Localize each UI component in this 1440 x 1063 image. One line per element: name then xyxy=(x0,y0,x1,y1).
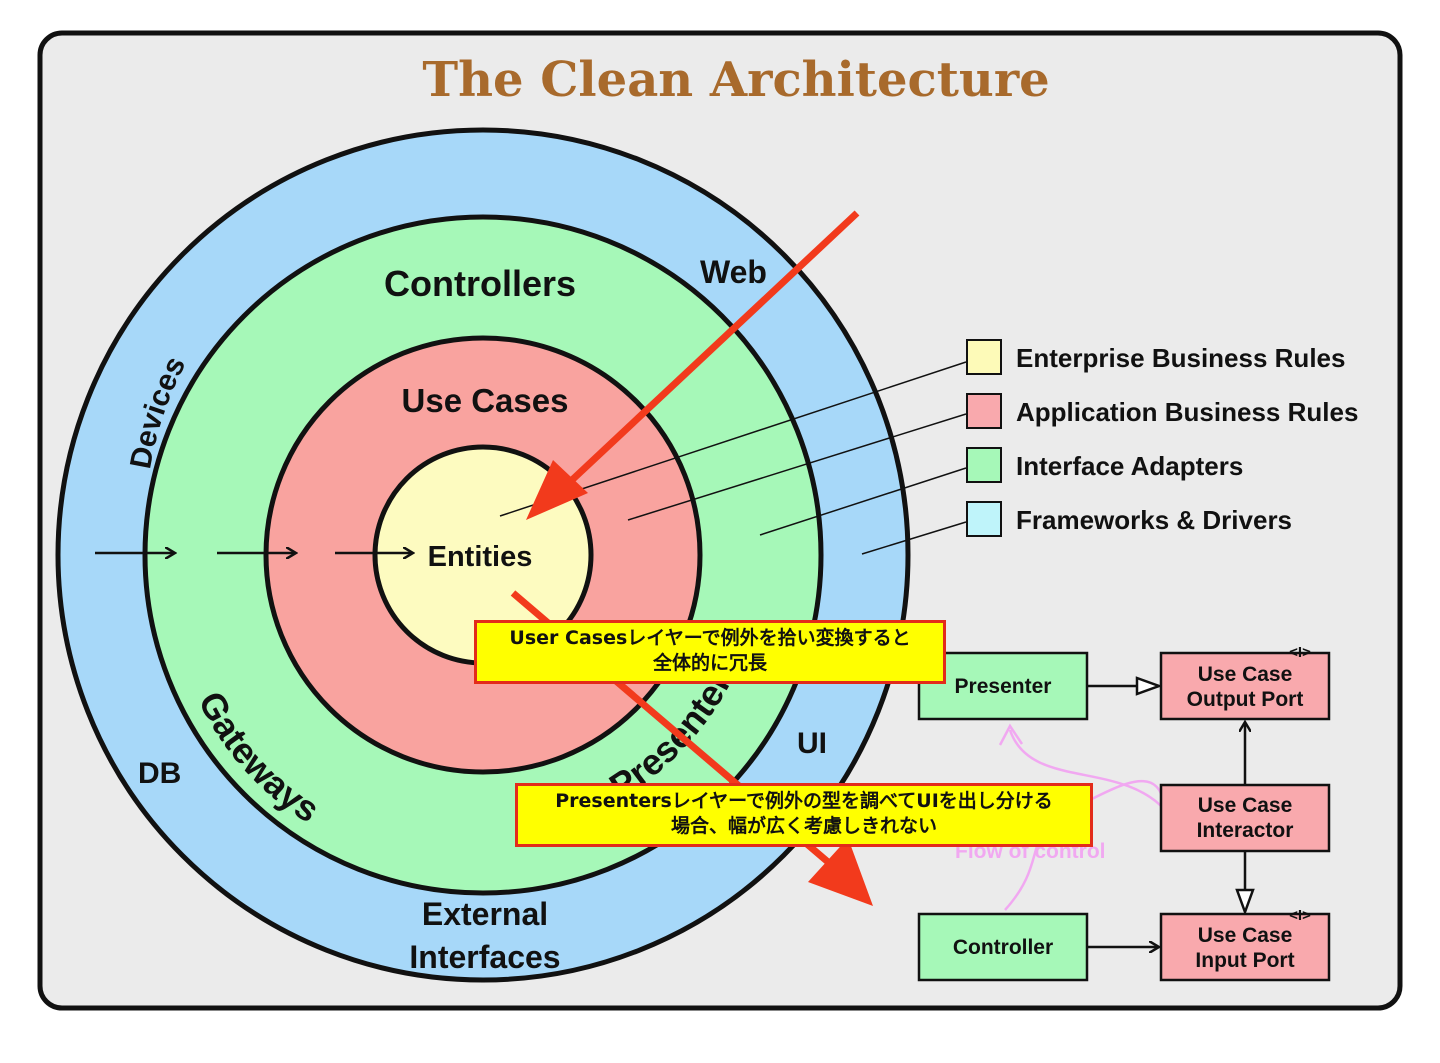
note-presenters-line2: 場合、幅が広く考慮しきれない xyxy=(670,815,937,837)
ring-label-use-cases: Use Cases xyxy=(402,382,569,419)
input-port-interface-marker: <I> xyxy=(1289,907,1311,924)
ring-label-external: External xyxy=(422,896,548,932)
legend-swatch-adapters xyxy=(966,447,1002,483)
presenter-label: Presenter xyxy=(955,675,1052,698)
input-port-label-line2: Input Port xyxy=(1195,949,1294,972)
legend: Enterprise Business Rules Application Bu… xyxy=(966,339,1358,537)
legend-leader-adapters xyxy=(759,467,967,536)
legend-swatch-application xyxy=(966,393,1002,429)
legend-leader-frameworks xyxy=(861,521,967,555)
red-arrow-to-entities-shaft xyxy=(569,210,860,483)
controller-label: Controller xyxy=(953,936,1053,959)
legend-label-frameworks: Frameworks & Drivers xyxy=(1016,505,1292,535)
interactor-label-line1: Use Case xyxy=(1198,794,1293,817)
flow-of-control-arrowhead xyxy=(998,723,1024,746)
output-port-interface-marker: <I> xyxy=(1289,644,1311,661)
controller-box xyxy=(917,912,1089,982)
diagram-title: The Clean Architecture xyxy=(422,52,1049,108)
ring-label-web: Web xyxy=(700,254,767,290)
legend-swatch-frameworks xyxy=(966,501,1002,537)
note-use-cases-line2: 全体的に冗長 xyxy=(652,652,767,674)
note-presenters-line1: Presentersレイヤーで例外の型を調べてUIを出し分ける xyxy=(555,790,1053,812)
output-port-label-line2: Output Port xyxy=(1187,688,1304,711)
ring-label-db: DB xyxy=(138,757,181,790)
note-use-cases-exception: User Casesレイヤーで例外を拾い変換すると 全体的に冗長 xyxy=(474,620,946,684)
note-presenters-exception: Presentersレイヤーで例外の型を調べてUIを出し分ける 場合、幅が広く考… xyxy=(515,783,1093,847)
input-port-label-line1: Use Case xyxy=(1198,924,1293,947)
output-port-label-line1: Use Case xyxy=(1198,663,1293,686)
presenter-box xyxy=(917,651,1089,721)
input-port-box xyxy=(1159,912,1331,982)
note-use-cases-line1: User Casesレイヤーで例外を拾い変換すると xyxy=(509,627,911,649)
legend-label-application: Application Business Rules xyxy=(1016,397,1358,427)
red-arrow-to-entities-head xyxy=(526,460,588,520)
interactor-label-line2: Interactor xyxy=(1197,819,1294,842)
legend-label-enterprise: Enterprise Business Rules xyxy=(1016,343,1345,373)
flow-of-control-curve-upper xyxy=(1008,729,1166,811)
ring-label-ui: UI xyxy=(797,727,827,760)
output-port-box xyxy=(1159,651,1331,721)
ring-label-interfaces: Interfaces xyxy=(409,939,560,975)
ring-label-entities: Entities xyxy=(428,541,533,573)
red-arrow-to-ui-head xyxy=(808,838,873,906)
interactor-box xyxy=(1159,783,1331,853)
legend-swatch-enterprise xyxy=(966,339,1002,375)
legend-label-adapters: Interface Adapters xyxy=(1016,451,1243,481)
ring-label-controllers: Controllers xyxy=(384,263,576,304)
legend-leader-use-cases xyxy=(627,413,967,521)
